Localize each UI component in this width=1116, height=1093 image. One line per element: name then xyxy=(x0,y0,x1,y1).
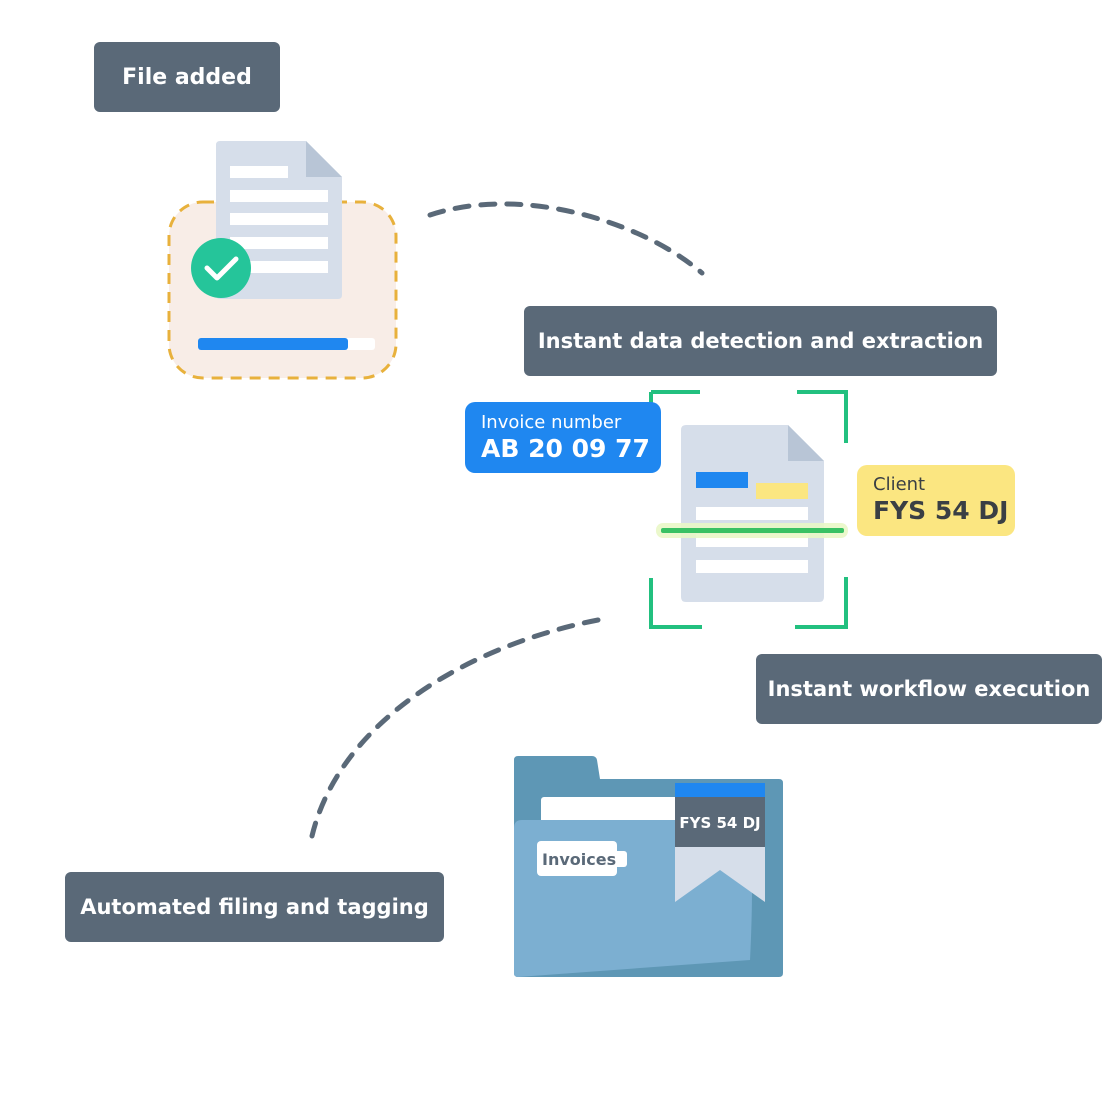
folder-label xyxy=(537,841,627,876)
client-value: FYS 54 DJ xyxy=(873,496,1009,525)
step-workflow-execution: Instant workflow execution xyxy=(756,654,1102,724)
scanned-document-icon xyxy=(681,425,824,602)
scan-frame xyxy=(649,390,848,629)
bookmark-label-text: FYS 54 DJ xyxy=(679,814,760,832)
connector-upload-to-detection xyxy=(427,201,705,276)
client-tag: Client FYS 54 DJ xyxy=(857,465,1015,536)
upload-progress-fill xyxy=(198,338,348,350)
scan-line xyxy=(661,528,844,533)
client-label: Client xyxy=(873,474,926,495)
step-automated-filing: Automated filing and tagging xyxy=(65,872,444,942)
step-file-added: File added xyxy=(94,42,280,112)
step-data-detection: Instant data detection and extraction xyxy=(524,306,997,376)
connector-detection-to-filing xyxy=(309,617,601,839)
invoice-number-tag: Invoice number AB 20 09 77 xyxy=(465,402,661,473)
check-success-icon xyxy=(191,238,251,298)
folder-label-text: Invoices xyxy=(542,850,616,869)
bookmark-icon xyxy=(675,783,765,902)
invoice-number-value: AB 20 09 77 xyxy=(481,434,650,463)
invoice-number-label: Invoice number xyxy=(481,412,622,433)
